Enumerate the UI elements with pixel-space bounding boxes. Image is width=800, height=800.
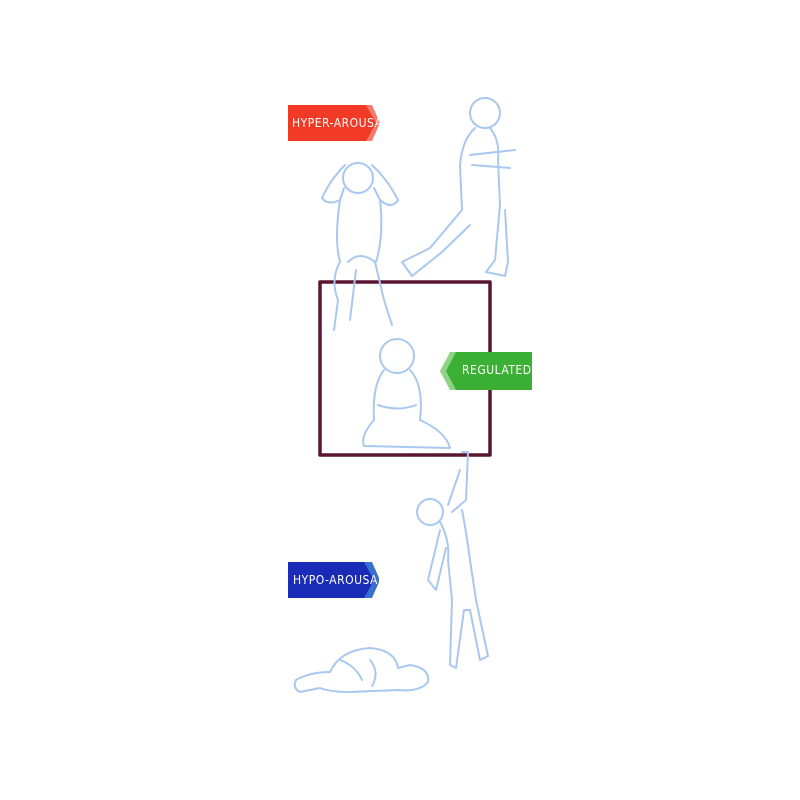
hyper-arousal-text: HYPER-AROUSAL	[292, 116, 389, 130]
hypo-arousal-text: HYPO-AROUSAL	[293, 573, 385, 587]
head-clutching-child-figure	[321, 162, 399, 331]
hanging-child-figure	[416, 451, 489, 669]
hypo-arrow-banner	[288, 562, 380, 598]
regulated-label: REGULATED	[440, 352, 532, 390]
cross-legged-child-figure	[362, 338, 451, 449]
hyper-arrow-banner	[288, 105, 380, 141]
regulated-text: REGULATED	[462, 363, 532, 377]
stomping-child-figure	[401, 97, 516, 277]
curled-up-child-figure	[293, 647, 430, 693]
hypo-arousal-label: HYPO-AROUSAL	[288, 562, 384, 598]
regulated-arrow-banner	[440, 352, 532, 390]
hyper-arousal-label: HYPER-AROUSAL	[288, 105, 388, 141]
